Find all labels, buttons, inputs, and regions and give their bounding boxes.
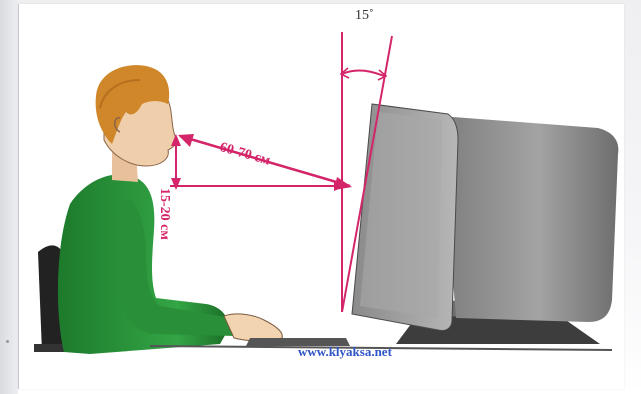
crt-monitor [352,104,618,344]
eye-height-label: 15-20 см [156,188,172,240]
tilt-angle-label: 15˚ [355,8,374,24]
website-watermark: www.klyaksa.net [298,344,392,360]
horizontal-gaze-arrow [170,181,346,191]
person-head [96,65,177,182]
